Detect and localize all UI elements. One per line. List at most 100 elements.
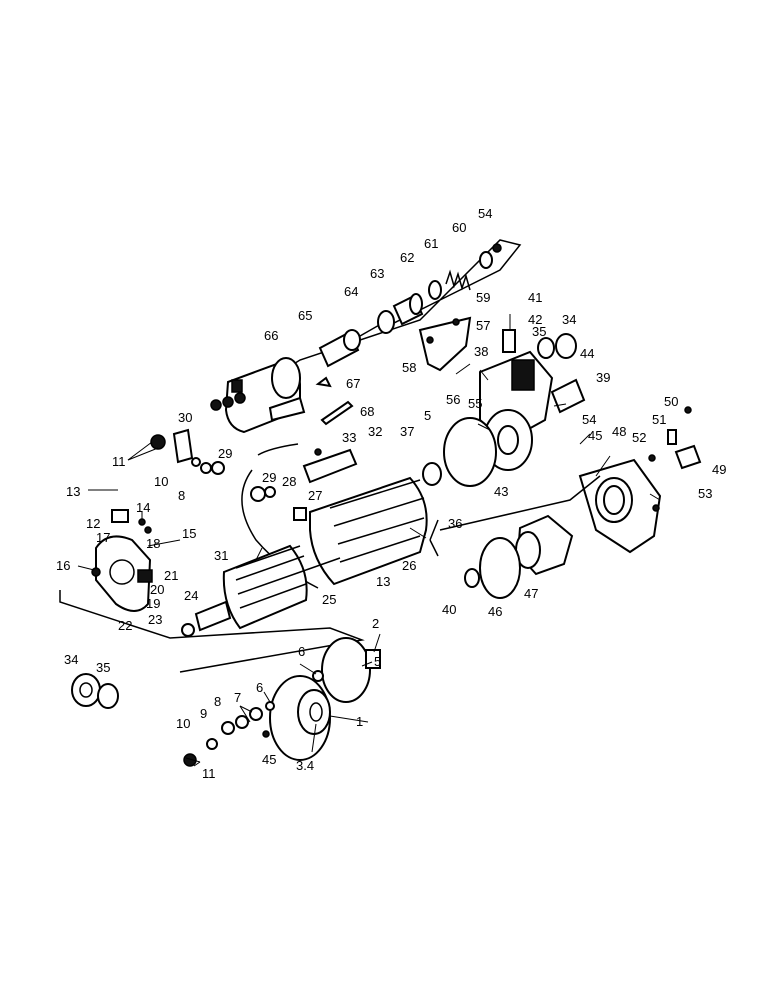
callout-54-mid: 54: [582, 412, 596, 427]
boot-63: [392, 293, 424, 326]
terminal-30: [172, 428, 194, 464]
leader-lines: [77, 314, 661, 767]
callout-26: 26: [402, 558, 416, 573]
washer-37: [422, 462, 442, 486]
callout-50: 50: [664, 394, 678, 409]
callout-66: 66: [264, 328, 278, 343]
callout-22: 22: [118, 618, 132, 633]
callout-32: 32: [368, 424, 382, 439]
callout-51: 51: [652, 412, 666, 427]
lead-67: [315, 376, 332, 388]
callout-35-upper: 35: [532, 324, 546, 339]
callout-29-lower: 29: [262, 470, 276, 485]
washer-8-upper: [200, 462, 212, 474]
callout-21: 21: [164, 568, 178, 583]
callout-labels: 1 2 3.4 5 5 6 6 7 8 8 9 10 10 11 11 12 1…: [56, 206, 726, 781]
callout-53: 53: [698, 486, 712, 501]
callout-61: 61: [424, 236, 438, 251]
callout-1: 1: [356, 714, 363, 729]
ring-62: [428, 280, 442, 300]
callout-37: 37: [400, 424, 414, 439]
callout-6-lower: 6: [256, 680, 263, 695]
washer-6-lower: [265, 701, 275, 711]
callout-41: 41: [528, 290, 542, 305]
spring-61: [445, 269, 471, 291]
callout-39: 39: [596, 370, 610, 385]
washer-60: [479, 251, 493, 269]
callout-63: 63: [370, 266, 384, 281]
bushing-7: [249, 707, 263, 721]
bushing-49: [674, 444, 702, 470]
screw-33: [314, 448, 322, 456]
washer-28: [264, 486, 276, 498]
bearing-34-upper: [555, 333, 577, 359]
bearing-34-lower: [71, 673, 101, 707]
brush-holder-plate: [95, 535, 153, 612]
nut-54-top: [492, 243, 502, 253]
nut-11-upper: [150, 434, 166, 450]
lockwasher-10-lower: [206, 738, 218, 750]
callout-34-lower: 34: [64, 652, 78, 667]
end-cover-1: [269, 675, 331, 761]
callout-36: 36: [448, 516, 462, 531]
shift-lever-57: [418, 316, 472, 372]
plate-32: [302, 448, 358, 484]
callout-13-lower: 13: [376, 574, 390, 589]
callout-10-upper: 10: [154, 474, 168, 489]
callout-33: 33: [342, 430, 356, 445]
seal-35-upper: [537, 337, 555, 359]
callout-11-lower: 11: [202, 766, 216, 781]
screw-45-lower: [262, 730, 270, 738]
bolt-53: [652, 504, 660, 512]
stud-16: [91, 567, 101, 577]
solenoid-group-outline: [227, 239, 522, 406]
callout-30: 30: [178, 410, 192, 425]
callout-52: 52: [632, 430, 646, 445]
pinion-drive-47: [515, 514, 574, 576]
callout-24: 24: [184, 588, 198, 603]
callout-34-upper: 34: [562, 312, 576, 327]
field-frame-26: [309, 476, 428, 586]
bracket-12: [111, 509, 129, 523]
callout-54-top: 54: [478, 206, 492, 221]
callout-35-lower: 35: [96, 660, 110, 675]
callout-45-lower: 45: [262, 752, 276, 767]
callout-67: 67: [346, 376, 360, 391]
washer-40: [464, 568, 480, 588]
solenoid-assembly: [210, 357, 306, 434]
link-68: [320, 400, 354, 426]
plunger: [318, 329, 361, 368]
nut-52: [648, 454, 656, 462]
callout-31: 31: [214, 548, 228, 563]
pin-51: [667, 429, 677, 445]
washer-29-upper: [211, 461, 225, 475]
callout-64: 64: [344, 284, 358, 299]
callout-16: 16: [56, 558, 70, 573]
callout-5-upper: 5: [424, 408, 431, 423]
callout-38: 38: [474, 344, 488, 359]
screw-50: [684, 406, 692, 414]
callout-56: 56: [446, 392, 460, 407]
drive-housing-38: [479, 350, 554, 471]
gasket-46: [479, 537, 521, 599]
callout-17: 17: [96, 530, 110, 545]
callout-8-lower: 8: [214, 694, 221, 709]
callout-42: 42: [528, 312, 542, 327]
callout-44: 44: [580, 346, 594, 361]
callout-40: 40: [442, 602, 456, 617]
terminal-27: [293, 507, 307, 521]
nose-housing-48: [578, 458, 662, 554]
callout-18: 18: [146, 536, 160, 551]
callout-62: 62: [400, 250, 414, 265]
armature-25: [194, 544, 341, 632]
callout-3-4: 3.4: [296, 758, 314, 773]
oring-5-upper: [443, 417, 497, 487]
callout-58: 58: [402, 360, 416, 375]
callout-46: 46: [488, 604, 502, 619]
callout-48: 48: [612, 424, 626, 439]
seal-36: [429, 519, 439, 557]
seal-35-lower: [97, 683, 119, 709]
washer-24: [181, 623, 195, 637]
cable-29: [257, 443, 299, 456]
callout-45-upper: 45: [588, 428, 602, 443]
